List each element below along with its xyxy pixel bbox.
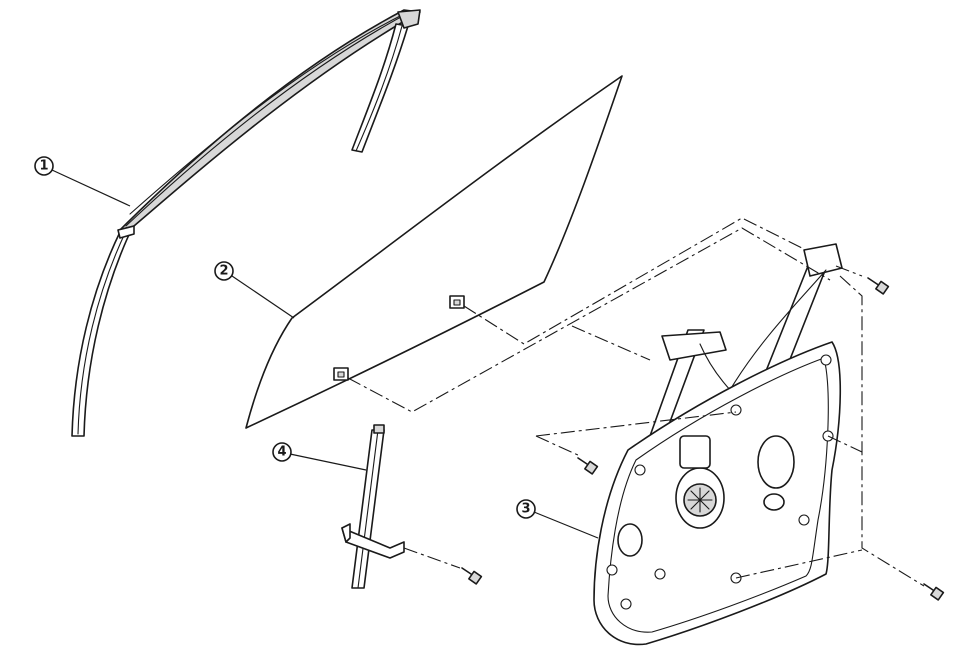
bolt-icon — [923, 583, 945, 601]
bolt-icon — [461, 567, 483, 585]
glass-run-channel — [71, 9, 421, 437]
door-glass — [245, 75, 623, 429]
assembly-phantom-lines — [347, 217, 925, 587]
bolt-icon — [867, 277, 890, 295]
window-regulator-assembly — [593, 243, 843, 646]
callout-3: 3 — [516, 499, 599, 539]
callout-1: 1 — [34, 156, 131, 207]
callout-1-label: 1 — [39, 159, 48, 174]
glass-clip-icon — [449, 295, 465, 309]
callout-2-label: 2 — [219, 264, 228, 279]
callout-4: 4 — [272, 442, 367, 471]
bolt-icon — [577, 457, 599, 475]
rear-guide-rail — [341, 424, 405, 589]
callout-3-label: 3 — [521, 502, 530, 517]
callout-2: 2 — [214, 261, 295, 319]
glass-clip-icon — [333, 367, 349, 381]
callout-4-label: 4 — [277, 445, 286, 460]
